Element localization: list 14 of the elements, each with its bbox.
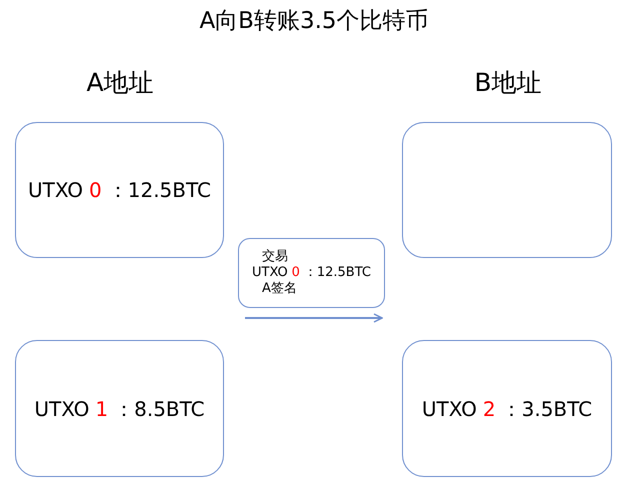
transaction-box [238,238,385,308]
address-box [15,122,224,258]
address-box [402,122,612,258]
utxo-text: UTXO 0 ：12.5BTC [28,177,212,204]
utxo-text: UTXO 0 ：12.5BTC [252,264,371,282]
title: A向B转账3.5个比特币 [198,7,430,36]
utxo-text: UTXO 2 ：3.5BTC [422,396,592,422]
utxo-text: UTXO 1 ：8.5BTC [34,396,205,422]
transaction-label: 交易 [262,248,288,265]
address-box [402,340,612,477]
signature-label: A签名 [262,281,297,298]
address-heading: B地址 [474,67,542,99]
address-heading: A地址 [86,67,154,99]
address-box [15,340,224,477]
